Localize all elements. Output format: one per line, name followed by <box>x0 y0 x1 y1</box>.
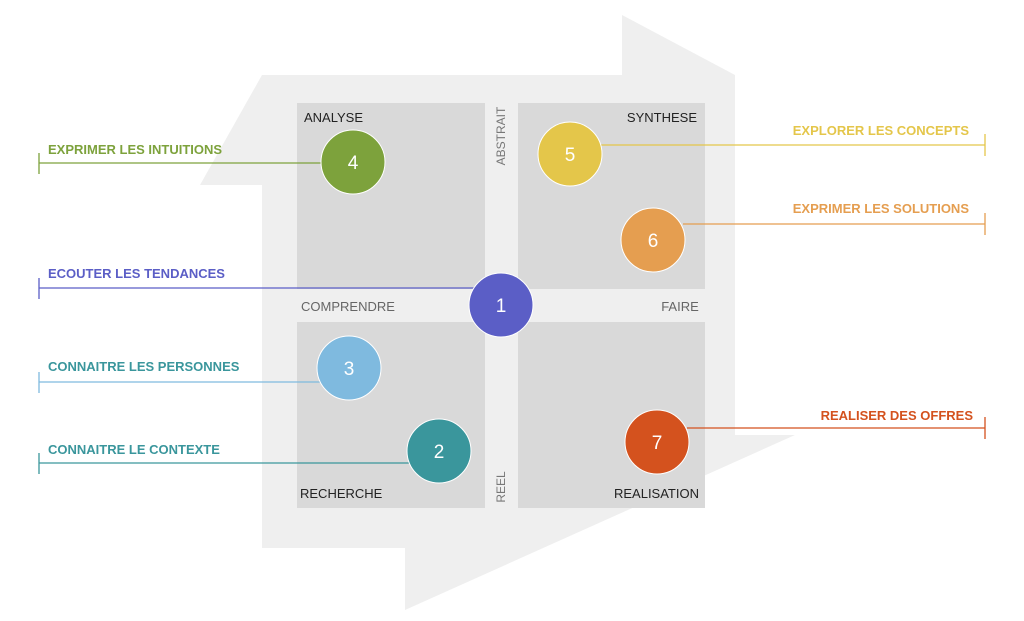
step-number-6: 6 <box>648 231 659 252</box>
connector-1 <box>38 278 476 299</box>
axis-label-abstrait: ABSTRAIT <box>494 106 508 165</box>
quadrant-title-recherche: RECHERCHE <box>300 486 383 501</box>
step-number-1: 1 <box>496 296 507 317</box>
step-circle-6: 6 <box>620 207 686 273</box>
step-label-6: EXPRIMER LES SOLUTIONS <box>793 201 970 216</box>
quadrant-analyse <box>297 103 485 289</box>
step-label-2: CONNAITRE LE CONTEXTE <box>48 442 220 457</box>
quadrant-title-realisation: REALISATION <box>614 486 699 501</box>
connector-6 <box>683 213 986 235</box>
step-circle-1: 1 <box>468 272 534 338</box>
step-number-3: 3 <box>344 359 355 380</box>
quadrant-title-synthese: SYNTHESE <box>627 110 697 125</box>
step-number-2: 2 <box>434 442 445 463</box>
step-circle-7: 7 <box>624 409 690 475</box>
step-label-3: CONNAITRE LES PERSONNES <box>48 359 240 374</box>
quadrant-title-analyse: ANALYSE <box>304 110 363 125</box>
step-label-4: EXPRIMER LES INTUITIONS <box>48 142 222 157</box>
axis-label-reel: REEL <box>494 471 508 503</box>
axis-label-comprendre: COMPRENDRE <box>301 299 395 314</box>
connector-3 <box>38 372 320 393</box>
step-circle-5: 5 <box>537 121 603 187</box>
step-label-5: EXPLORER LES CONCEPTS <box>793 123 970 138</box>
axis-label-faire: FAIRE <box>661 299 699 314</box>
step-circle-2: 2 <box>406 418 472 484</box>
connector-7 <box>687 417 986 439</box>
step-number-4: 4 <box>348 153 359 174</box>
quadrant-realisation <box>518 322 705 508</box>
connector-4 <box>38 153 324 174</box>
step-label-7: REALISER DES OFFRES <box>821 408 974 423</box>
step-circle-3: 3 <box>316 335 382 401</box>
step-label-1: ECOUTER LES TENDANCES <box>48 266 225 281</box>
connector-2 <box>38 453 410 474</box>
step-circle-4: 4 <box>320 129 386 195</box>
step-number-7: 7 <box>652 433 663 454</box>
connector-5 <box>600 134 986 156</box>
step-number-5: 5 <box>565 145 576 166</box>
